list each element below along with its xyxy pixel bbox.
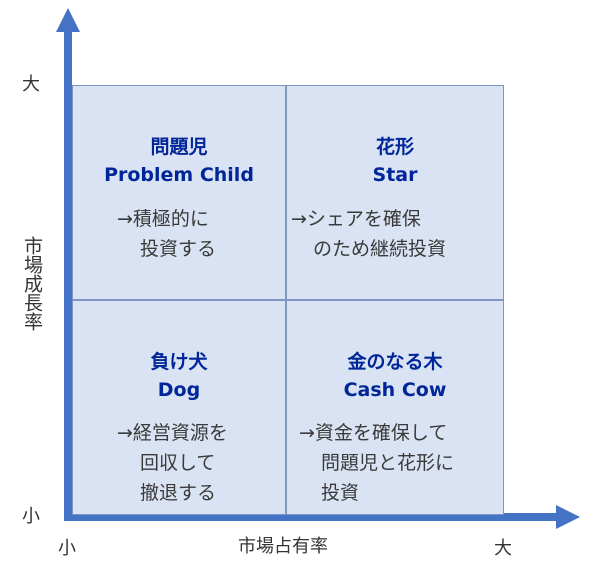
quadrant-description: →経営資源を 回収して 撤退する: [117, 418, 228, 508]
y-axis-title: 市場成長率: [21, 236, 43, 331]
desc-line: 回収して: [140, 452, 216, 474]
y-axis-arrowhead: [56, 8, 80, 32]
y-axis-low-label: 小: [22, 506, 40, 527]
quadrant-cash-cow: 金のなる木 Cash Cow →資金を確保して 問題児と花形に 投資: [286, 300, 504, 515]
desc-line: →資金を確保して: [299, 422, 448, 444]
desc-line: 問題児と花形に: [321, 452, 455, 474]
desc-line: のため継続投資: [313, 238, 447, 260]
title-ja: 金のなる木: [347, 351, 443, 373]
title-en: Problem Child: [104, 164, 254, 186]
title-ja: 負け犬: [150, 351, 208, 373]
quadrant-description: →積極的に 投資する: [117, 204, 216, 264]
desc-line: 投資する: [140, 238, 217, 260]
x-axis-title: 市場占有率: [238, 536, 328, 557]
title-en: Dog: [157, 379, 201, 401]
title-en: Cash Cow: [343, 379, 447, 401]
quadrant-description: →シェアを確保 のため継続投資: [291, 204, 446, 264]
title-ja: 花形: [375, 136, 414, 158]
title-en: Star: [372, 164, 418, 186]
x-axis-low-label: 小: [58, 538, 76, 559]
desc-line: 撤退する: [140, 482, 217, 504]
desc-line: →積極的に: [117, 208, 209, 230]
quadrant-problem-child: 問題児 Problem Child →積極的に 投資する: [72, 85, 286, 300]
quadrant-title: 花形 Star: [287, 133, 503, 189]
quadrant-title: 負け犬 Dog: [73, 348, 285, 404]
desc-line: →シェアを確保: [291, 208, 421, 230]
quadrant-title: 金のなる木 Cash Cow: [287, 348, 503, 404]
desc-line: 投資: [321, 482, 360, 504]
x-axis-arrowhead: [556, 505, 580, 529]
bcg-matrix: 問題児 Problem Child →積極的に 投資する 花形 Star →シェ…: [72, 85, 504, 515]
title-ja: 問題児: [150, 136, 208, 158]
desc-line: →経営資源を: [117, 422, 228, 444]
x-axis-high-label: 大: [494, 538, 512, 559]
quadrant-title: 問題児 Problem Child: [73, 133, 285, 189]
quadrant-description: →資金を確保して 問題児と花形に 投資: [299, 418, 454, 508]
quadrant-star: 花形 Star →シェアを確保 のため継続投資: [286, 85, 504, 300]
y-axis-high-label: 大: [22, 74, 40, 95]
quadrant-dog: 負け犬 Dog →経営資源を 回収して 撤退する: [72, 300, 286, 515]
